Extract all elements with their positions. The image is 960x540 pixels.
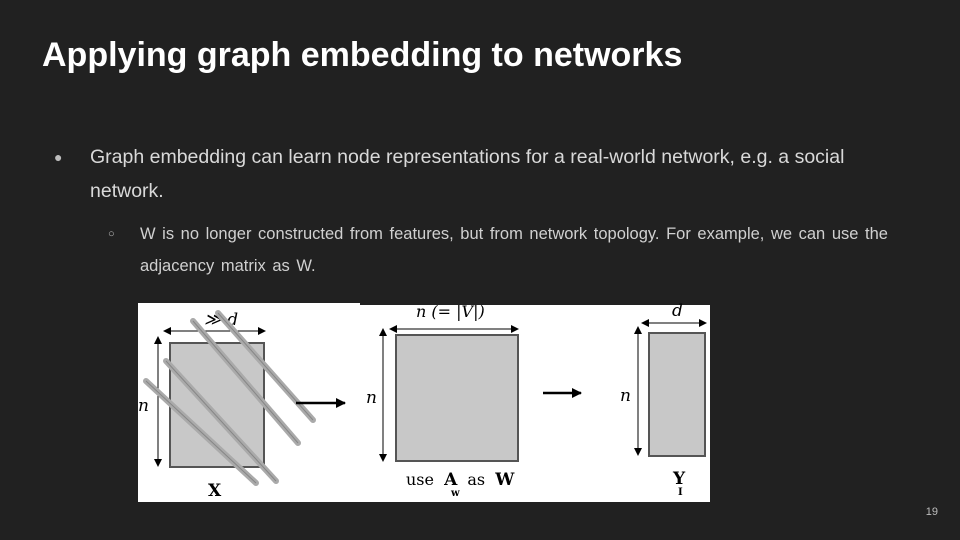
slide-title: Applying graph embedding to networks (42, 36, 683, 74)
matrix-x-group: ≫ d n X (138, 310, 316, 501)
matrix-a (395, 334, 519, 462)
a-width-label: n (= |V|) (416, 303, 485, 321)
matrix-y (648, 332, 706, 457)
bullet-1-text: Graph embedding can learn node represent… (90, 146, 845, 202)
matrix-y-label: Y (672, 469, 686, 489)
bullet-2-text: W is no longer constructed from features… (140, 225, 888, 275)
matrix-x-label: X (208, 481, 222, 501)
bullet-ring-icon: ○ (108, 228, 115, 240)
embedding-figure: ≫ d n X (138, 303, 718, 502)
x-height-label: n (138, 396, 149, 416)
page-number: 19 (925, 506, 938, 518)
matrix-y-sub: I (678, 487, 683, 498)
embedding-diagram: ≫ d n X (138, 303, 718, 502)
bullet-list: ● Graph embedding can learn node represe… (50, 140, 910, 282)
y-width-label: d (672, 303, 683, 321)
a-height-label: n (366, 388, 377, 408)
bullet-item-1: ● Graph embedding can learn node represe… (50, 140, 910, 208)
a-caption-sub: w (450, 488, 460, 499)
matrix-a-group: n (= |V|) n use A as W w (360, 303, 710, 499)
matrix-y-group: d n Y I (620, 303, 718, 502)
a-caption: use A as W (406, 470, 515, 490)
bullet-item-2: ○ W is no longer constructed from featur… (100, 218, 910, 282)
y-height-label: n (620, 386, 631, 406)
bullet-dot-icon: ● (54, 149, 63, 165)
